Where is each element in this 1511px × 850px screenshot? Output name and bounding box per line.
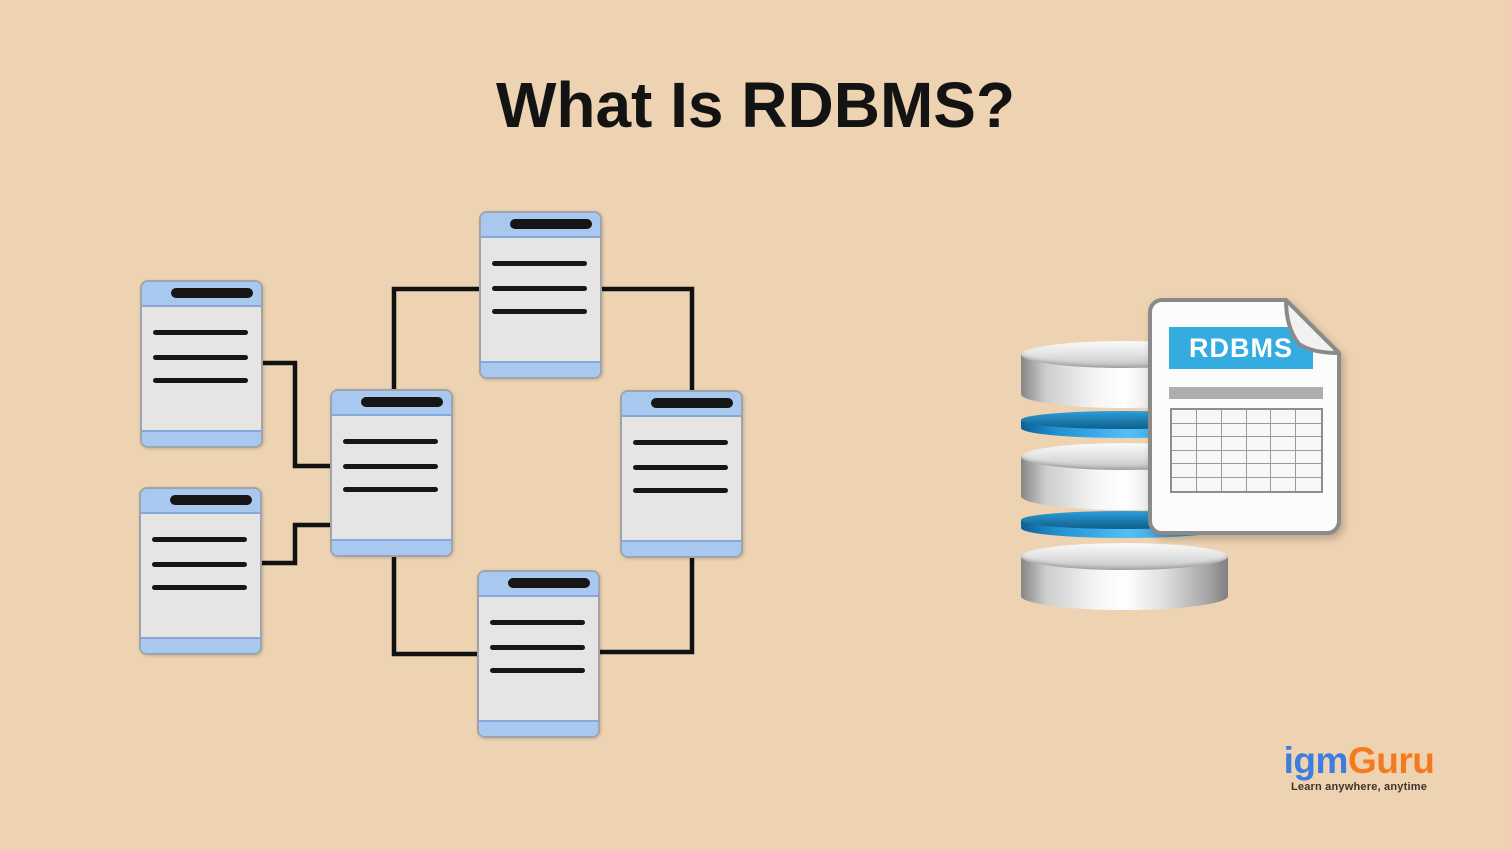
table-title-pill (171, 288, 253, 298)
table-row-line (633, 440, 728, 445)
grid-cell (1246, 410, 1272, 424)
table-row-line (490, 620, 585, 625)
logo-text-igm: igm (1283, 740, 1349, 781)
grid-cell (1221, 410, 1247, 424)
connector-line (600, 555, 695, 655)
table-node-footer (479, 720, 598, 736)
grid-cell (1296, 424, 1321, 437)
table-node-header (142, 282, 261, 307)
table-title-pill (361, 397, 443, 407)
table-node-footer (332, 539, 451, 555)
page-title: What Is RDBMS? (495, 69, 1016, 141)
table-node-top-left (140, 280, 263, 448)
table-node-bottom-left (139, 487, 262, 655)
table-node-header (479, 572, 598, 597)
grid-cell (1172, 450, 1197, 464)
logo-text-guru: Guru (1347, 740, 1435, 781)
logo-tagline: Learn anywhere, anytime (1290, 781, 1428, 793)
table-row-line (152, 537, 247, 542)
grid-cell (1197, 477, 1222, 491)
grid-cell (1296, 437, 1321, 451)
grid-cell (1221, 437, 1247, 451)
grid-cell (1271, 410, 1297, 424)
grid-cell (1271, 450, 1297, 464)
grid-cell (1246, 450, 1272, 464)
grid-cell (1247, 477, 1272, 491)
grid-cell (1196, 450, 1222, 464)
table-row-line (492, 261, 587, 266)
grid-cell (1172, 410, 1197, 424)
logo-wordmark: igmGuru (1283, 742, 1435, 779)
connector-line (391, 555, 479, 657)
grid-cell (1271, 437, 1297, 451)
table-row-line (490, 668, 585, 673)
document-label: RDBMS (1189, 332, 1293, 363)
table-row-line (153, 330, 248, 335)
table-row-line (153, 355, 248, 360)
table-row-line (633, 465, 728, 470)
grid-cell (1246, 437, 1272, 451)
connector-line (391, 286, 479, 391)
table-node-center (330, 389, 453, 557)
table-node-header (141, 489, 260, 514)
connector-line (263, 360, 332, 469)
table-node-bottom-center (477, 570, 600, 738)
table-node-header (332, 391, 451, 416)
table-node-header (481, 213, 600, 238)
table-node-footer (622, 540, 741, 556)
table-row-line (153, 378, 248, 383)
grid-cell (1172, 437, 1197, 451)
table-row-line (492, 309, 587, 314)
table-node-header (622, 392, 741, 417)
grid-cell (1196, 464, 1222, 478)
grid-cell (1172, 477, 1197, 491)
table-row-line (152, 585, 247, 590)
table-node-footer (481, 361, 600, 377)
grid-cell (1296, 451, 1321, 464)
grid-cell (1196, 423, 1222, 437)
table-node-footer (141, 637, 260, 653)
table-row-line (152, 562, 247, 567)
table-row-line (633, 488, 728, 493)
table-node-right (620, 390, 743, 558)
grid-cell (1221, 450, 1247, 464)
document-header-bar (1169, 387, 1323, 399)
grid-cell (1172, 423, 1197, 437)
table-title-pill (170, 495, 252, 505)
igmguru-logo: igmGuru Learn anywhere, anytime (1283, 742, 1435, 793)
grid-cell (1296, 410, 1321, 424)
gray-disk-icon (1021, 543, 1228, 621)
connector-line (262, 522, 332, 566)
grid-cell (1271, 477, 1297, 491)
grid-cell (1296, 478, 1321, 492)
rdbms-document-icon: RDBMS (1148, 298, 1341, 535)
document-table-grid (1170, 408, 1323, 493)
grid-cell (1296, 464, 1321, 478)
table-node-footer (142, 430, 261, 446)
grid-cell (1196, 410, 1222, 424)
grid-cell (1246, 423, 1272, 437)
grid-cell (1172, 464, 1197, 478)
grid-cell (1246, 464, 1272, 478)
grid-cell (1221, 423, 1247, 437)
folded-corner-icon (1284, 298, 1341, 355)
table-row-line (343, 464, 438, 469)
table-row-line (343, 439, 438, 444)
grid-cell (1271, 423, 1297, 437)
grid-cell (1222, 477, 1247, 491)
connector-line (602, 286, 695, 392)
table-title-pill (651, 398, 733, 408)
table-row-line (492, 286, 587, 291)
grid-cell (1271, 464, 1297, 478)
grid-cell (1221, 464, 1247, 478)
table-title-pill (510, 219, 592, 229)
document-title-band: RDBMS (1169, 327, 1313, 369)
grid-cell (1196, 437, 1222, 451)
table-row-line (490, 645, 585, 650)
table-node-top-center (479, 211, 602, 379)
table-row-line (343, 487, 438, 492)
table-title-pill (508, 578, 590, 588)
